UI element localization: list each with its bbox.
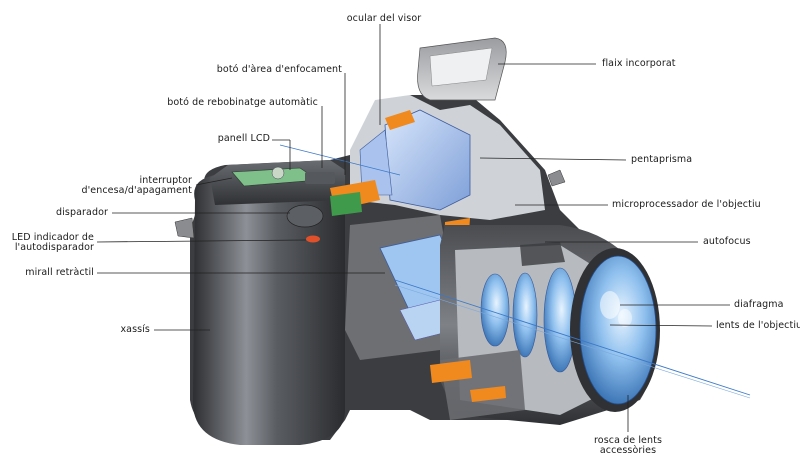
label-shutter: disparador — [56, 207, 108, 218]
pentaprism-shape — [384, 109, 471, 211]
orange-part-1 — [385, 110, 415, 130]
front-lens-glass — [579, 255, 657, 405]
label-ocular-visor: ocular del visor — [346, 13, 422, 24]
label-microprocessor: microprocessador de l'objectiu — [612, 199, 761, 210]
label-mirror: mirall retràctil — [25, 267, 94, 278]
lens-element-2 — [512, 272, 538, 358]
label-power-switch-line2: d'encesa/d'apagament — [81, 185, 192, 196]
light-ray-3 — [279, 144, 401, 176]
light-ray-2 — [394, 284, 751, 399]
label-led-line2: l'autodisparador — [14, 242, 94, 253]
light-ray — [394, 279, 751, 396]
label-flash: flaix incorporat — [602, 58, 676, 69]
label-pentaprism: pentaprisma — [631, 154, 693, 165]
label-thread-line1: rosca de lents — [594, 435, 662, 446]
label-thread-line2: accessòries — [599, 445, 657, 456]
shutter-button — [286, 204, 324, 228]
lens-highlight-2 — [618, 309, 632, 327]
lcd-buttons — [305, 172, 335, 184]
lens-highlight — [600, 291, 620, 319]
lens-mount-ring — [440, 350, 525, 420]
label-led-line1: LED indicador de — [11, 232, 94, 243]
self-timer-led — [306, 235, 320, 243]
focus-ring — [520, 242, 565, 266]
mode-dial — [271, 166, 285, 180]
green-circuit — [330, 192, 362, 216]
label-auto-rewind-button: botó de rebobinatge automàtic — [167, 97, 318, 108]
lens-element-1 — [480, 273, 510, 347]
label-focus-area-button: botó d'àrea d'enfocament — [216, 64, 342, 75]
leader-lines — [96, 24, 730, 432]
label-diaphragm: diafragma — [734, 299, 784, 310]
orange-part-6 — [470, 386, 506, 402]
eyepiece — [359, 129, 393, 196]
label-lens-elements: lents de l'objectiu — [716, 320, 800, 331]
label-power-switch-line1: interruptor — [139, 175, 192, 186]
flash-window — [429, 47, 493, 87]
label-lcd-panel: panell LCD — [217, 133, 270, 144]
orange-part-5 — [430, 360, 472, 383]
label-autofocus: autofocus — [703, 236, 751, 247]
strap-lug — [174, 217, 195, 239]
strap-lug-right — [547, 169, 566, 187]
label-chassis: xassís — [120, 324, 150, 335]
